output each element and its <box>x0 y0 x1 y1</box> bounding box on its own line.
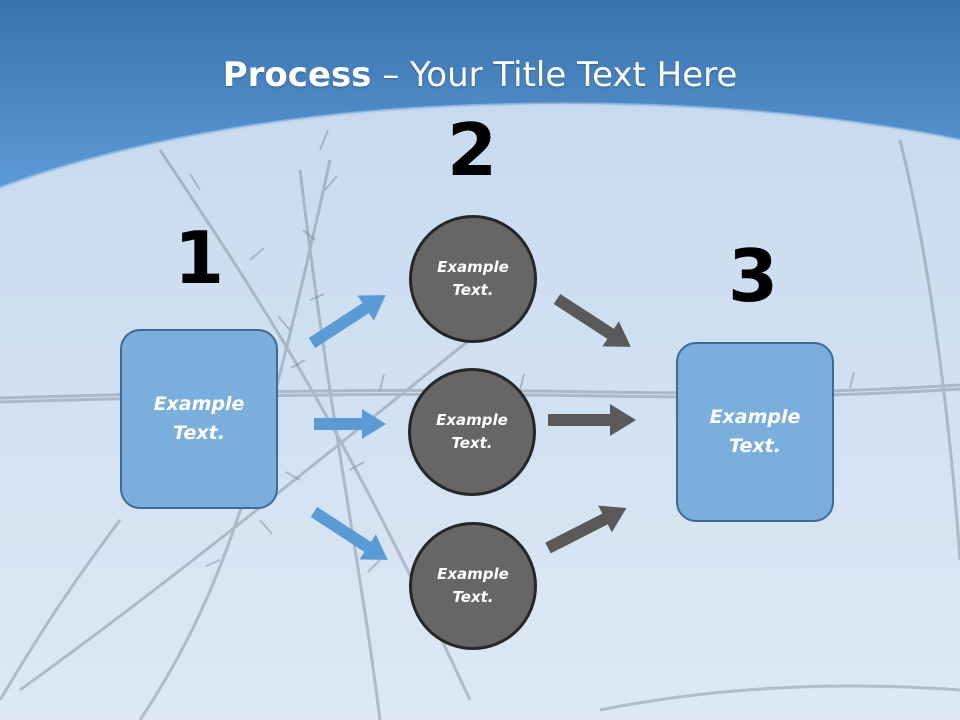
left-box-text: Example Text. <box>153 393 245 444</box>
slide-title: Process – Your Title Text Here <box>0 52 960 98</box>
left-box: Example Text. <box>120 329 278 509</box>
header-band <box>0 0 960 188</box>
circle-middle: Example Text. <box>408 368 536 496</box>
circle-middle-text: Example Text. <box>436 411 508 452</box>
arrow-out-middle <box>548 404 636 436</box>
arrow-in-top <box>308 295 386 349</box>
arrow-out-top <box>553 293 631 347</box>
circle-bottom-text: Example Text. <box>437 565 509 606</box>
circle-top-text: Example Text. <box>437 258 509 299</box>
circle-top: Example Text. <box>409 215 537 343</box>
arrow-in-middle <box>314 409 386 439</box>
wire-barbs <box>119 129 855 573</box>
title-rest: – Your Title Text Here <box>371 55 738 95</box>
step-number-1: 1 <box>173 216 225 300</box>
right-box: Example Text. <box>676 342 834 522</box>
arrow-in-bottom <box>310 506 388 560</box>
arrow-out-bottom <box>545 505 627 554</box>
step-number-3: 3 <box>727 234 779 318</box>
step-number-2: 2 <box>446 108 498 192</box>
circle-bottom: Example Text. <box>409 522 537 650</box>
title-bold: Process <box>222 55 372 95</box>
header-edge <box>0 102 960 190</box>
right-box-text: Example Text. <box>709 406 801 457</box>
